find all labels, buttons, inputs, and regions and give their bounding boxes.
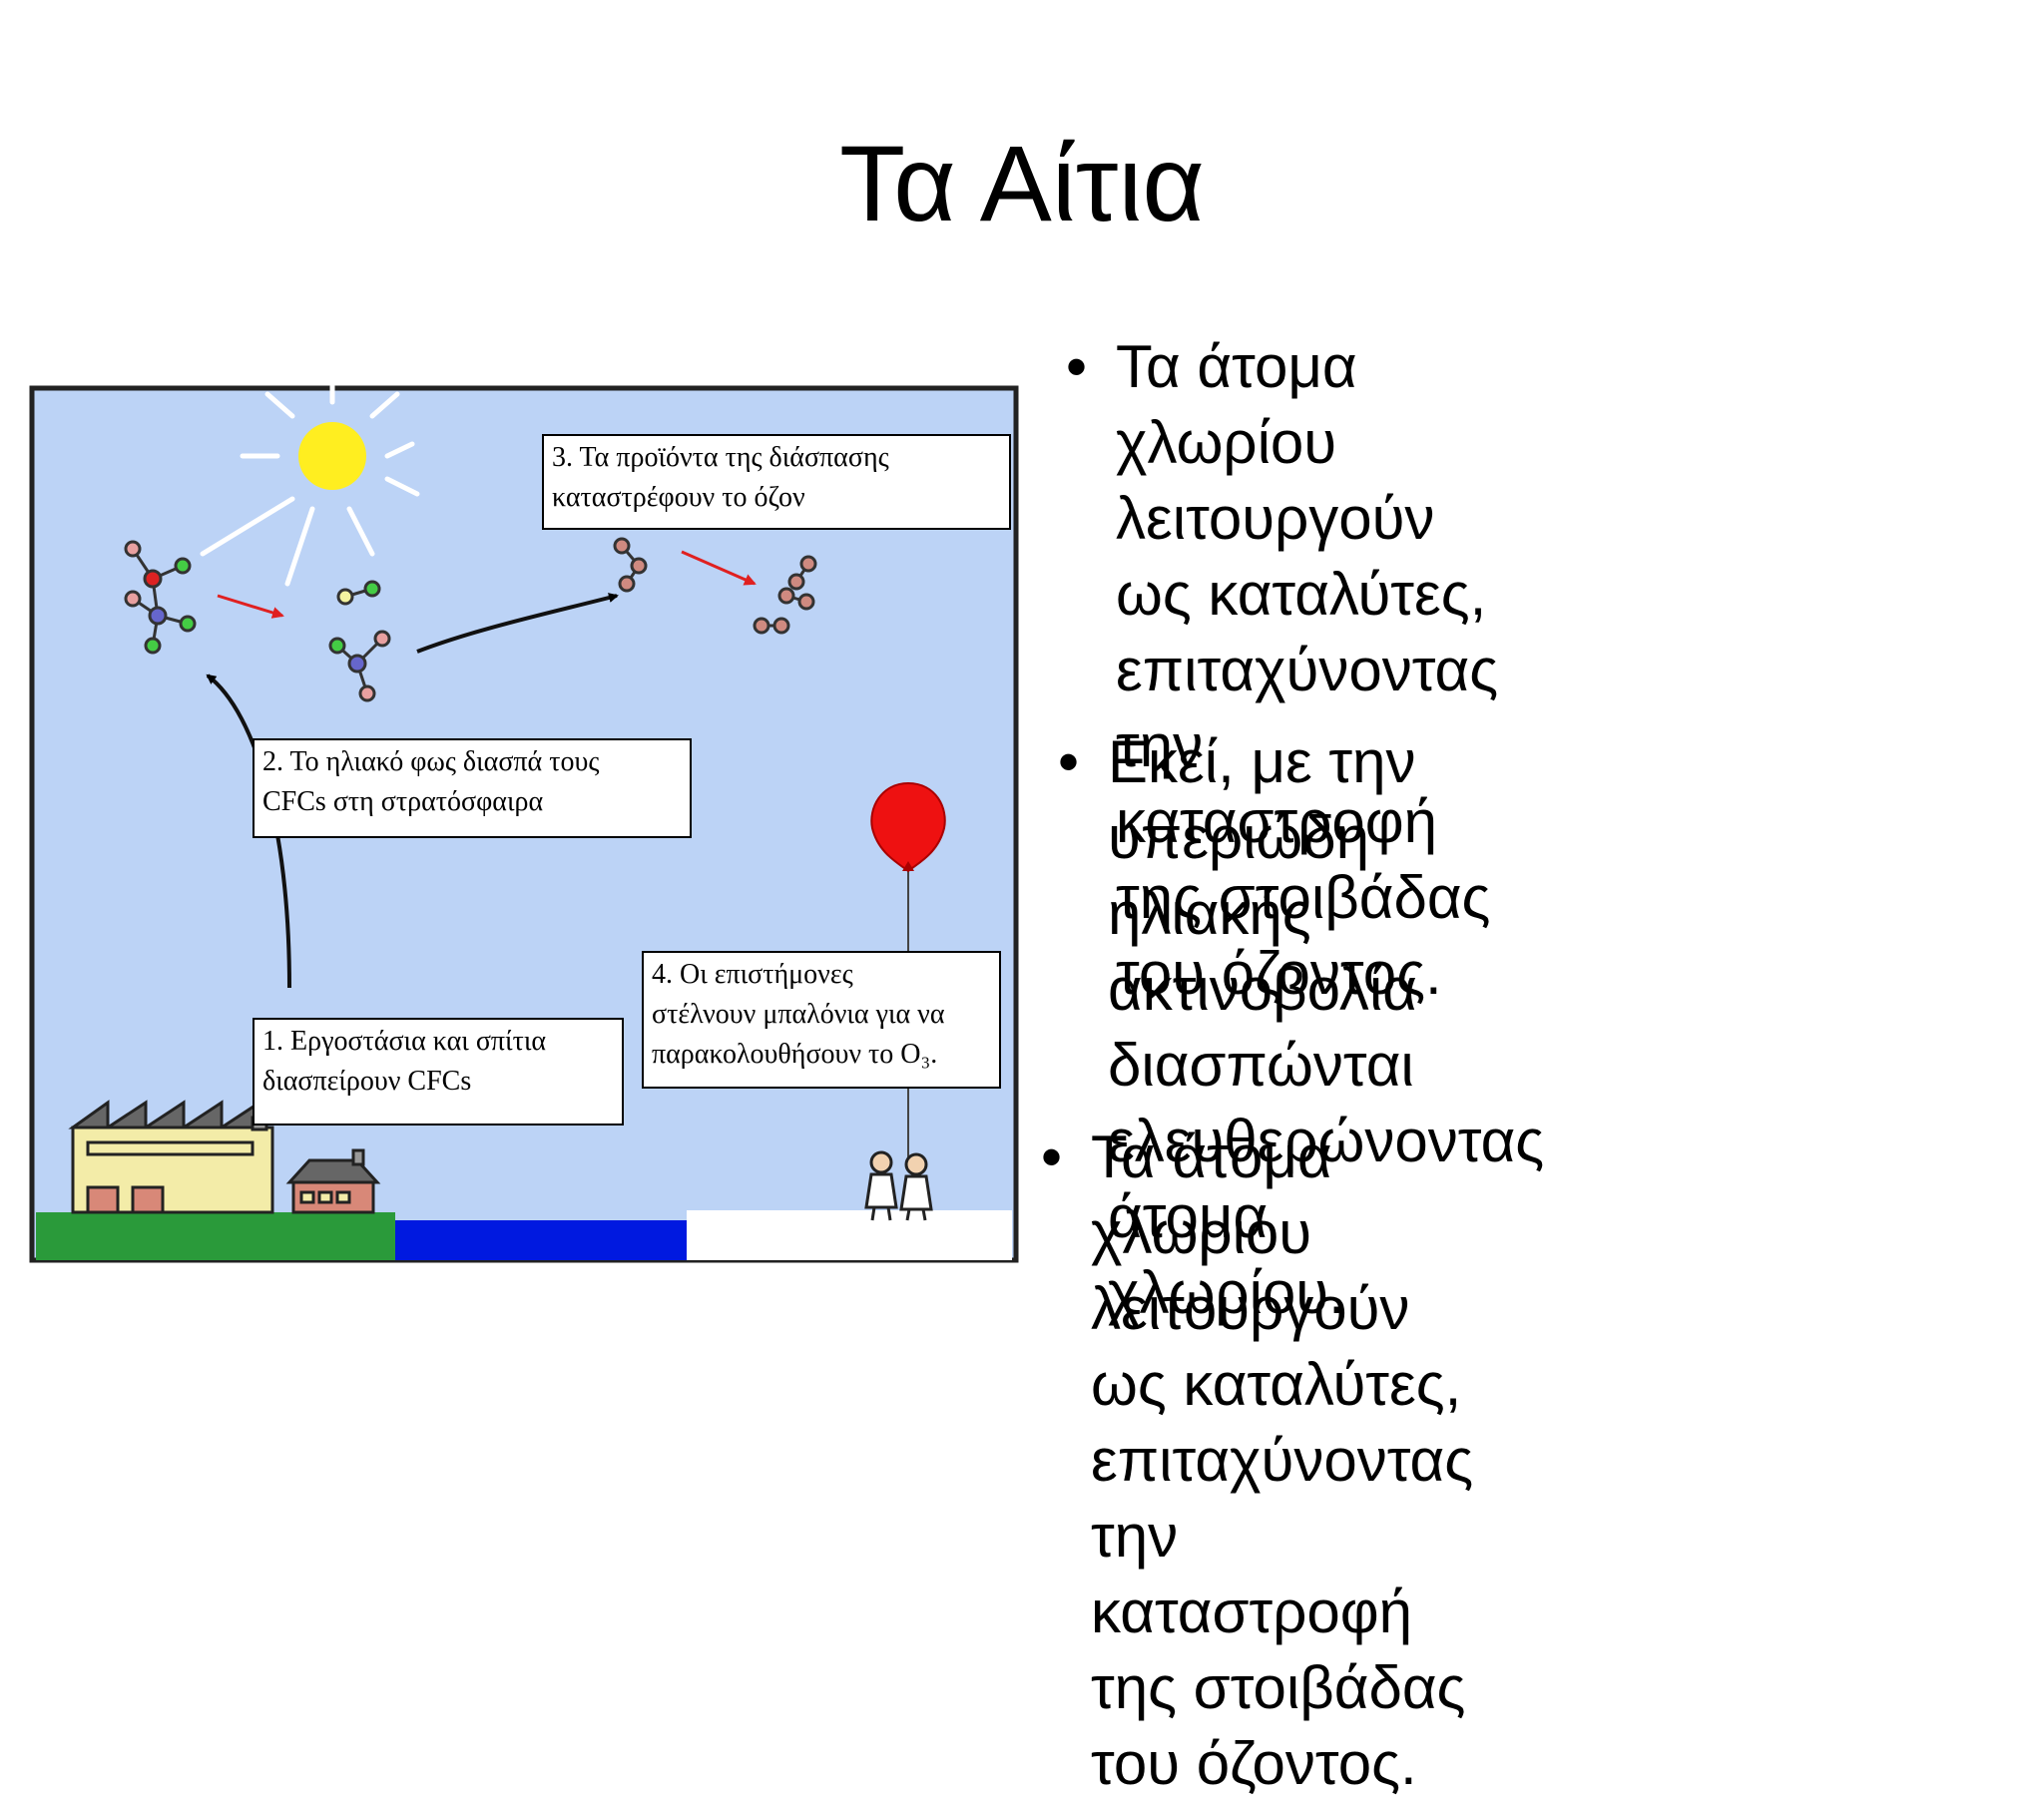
bullet-symbol: • (1058, 728, 1080, 795)
caption-step-4: 4. Οι επιστήμονες στέλνουν μπαλόνια για … (642, 951, 1001, 1089)
sun-icon (200, 384, 420, 587)
scientists-icon (864, 1150, 933, 1221)
ozone-molecule-icon (613, 537, 648, 593)
caption-step-3: 3. Τα προϊόντα της διάσπασης καταστρέφου… (542, 434, 1011, 530)
bullet-item: • Εκεί, με την υπεριώδη ηλιακής ακτινοβο… (1058, 724, 1544, 1331)
red-arrow-icon (217, 594, 284, 619)
bullet-text: Τα άτομα χλωρίου λειτουργούν ως καταλύτε… (1091, 1124, 1474, 1797)
factory-icon (68, 1100, 274, 1214)
bullet-symbol: • (1066, 333, 1088, 400)
bullet-symbol: • (1041, 1124, 1063, 1190)
red-arrow-icon-2 (681, 550, 757, 586)
house-icon (285, 1148, 381, 1214)
caption-step-2: 2. Το ηλιακό φως διασπά τους CFCs στη στ… (253, 738, 692, 838)
cfc-molecule-icon (124, 540, 197, 655)
bullet-item: • Τα άτομα χλωρίου λειτουργούν ως καταλύ… (1066, 329, 1498, 1012)
bullet-text: Τα άτομα χλωρίου λειτουργούν ως καταλύτε… (1116, 333, 1499, 1007)
water (395, 1220, 687, 1260)
black-arrow-icon (416, 593, 619, 654)
slide-title: Τα Αίτια (839, 123, 1205, 243)
ozone-depletion-diagram: 3. Τα προϊόντα της διάσπασης καταστρέφου… (28, 384, 1022, 1267)
ozone-fragments-icon (753, 555, 817, 635)
caption-step-1: 1. Εργοστάσια και σπίτια διασπείρουν CFC… (253, 1018, 624, 1126)
ice (687, 1210, 1012, 1260)
bullet-text: Εκεί, με την υπεριώδη ηλιακής ακτινοβολί… (1108, 728, 1545, 1326)
ground (36, 1212, 395, 1260)
bullet-item: • Τα άτομα χλωρίου λειτουργούν ως καταλύ… (1041, 1120, 1473, 1802)
broken-molecule-icon (328, 580, 391, 702)
